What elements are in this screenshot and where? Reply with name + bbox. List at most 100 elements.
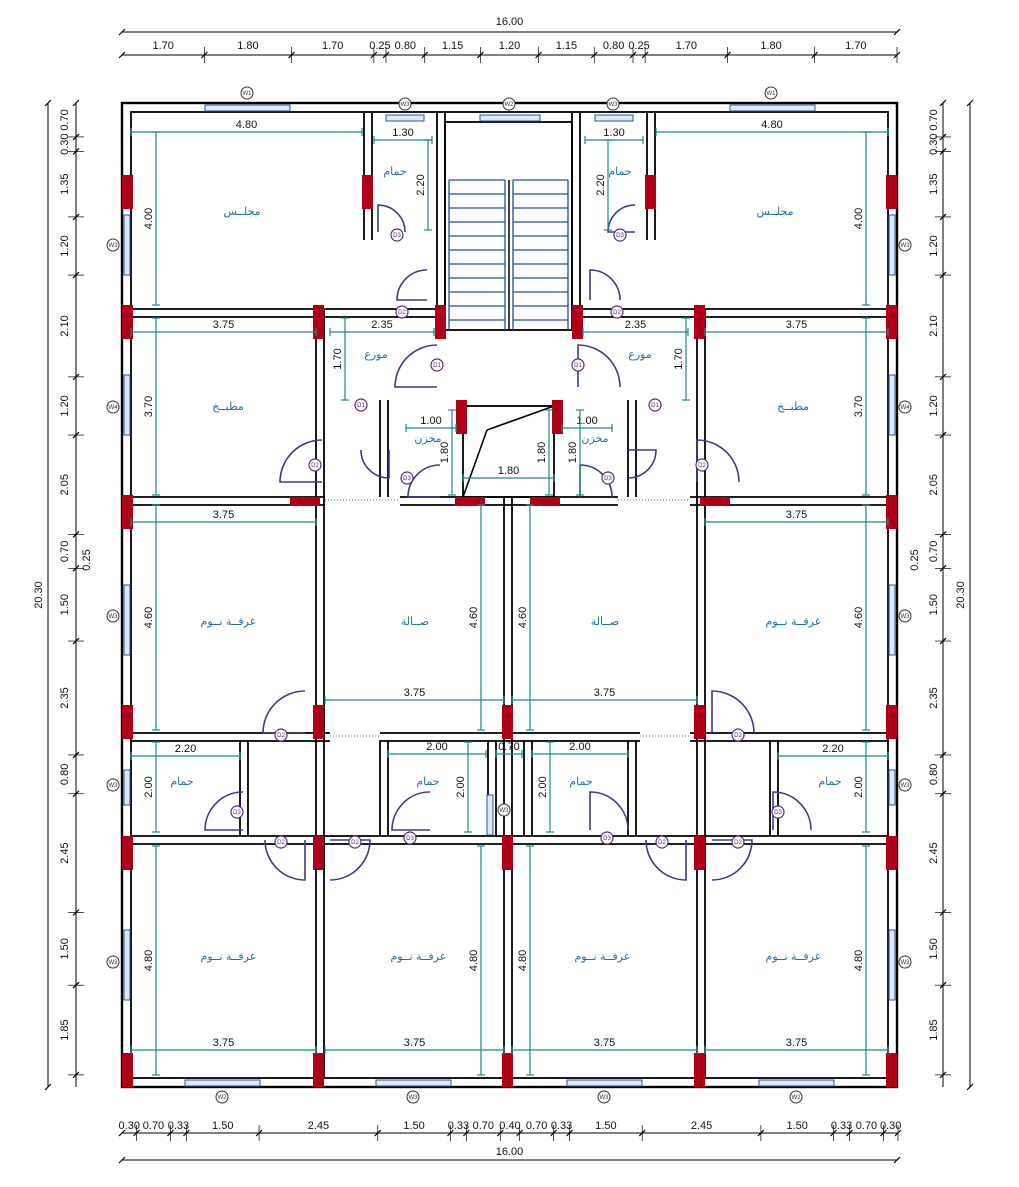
- window: [375, 1079, 452, 1087]
- window-tag: W3: [901, 960, 911, 966]
- door-tag-circle: [601, 471, 615, 485]
- door-tag-circle: [610, 305, 624, 319]
- inner-dim-label: 1.80: [567, 442, 579, 463]
- dim-tick: [966, 1083, 974, 1091]
- inner-dim-label: 4.60: [853, 607, 865, 628]
- door-tag-circle: [390, 228, 404, 242]
- column: [886, 705, 897, 739]
- inner-dim-label: 2.35: [625, 319, 646, 331]
- elevator-shaft: [462, 405, 555, 498]
- room-label: موزع: [364, 348, 388, 361]
- dim-tick: [44, 1083, 52, 1091]
- door-tag-circle: [771, 805, 785, 819]
- column: [122, 305, 133, 339]
- dim-label: 0.33: [168, 1120, 189, 1132]
- column: [886, 175, 897, 209]
- inner-dim-label: 3.75: [404, 1037, 425, 1049]
- dim-label: 0.33: [551, 1120, 572, 1132]
- door-store-left: [407, 464, 441, 498]
- window-tag: W3: [901, 614, 911, 620]
- window: [594, 114, 634, 122]
- door-tag: D2: [398, 310, 406, 316]
- door-bath-top-left: [377, 204, 406, 233]
- window-tag-circle: [898, 400, 912, 414]
- window-tag: W2: [792, 1095, 802, 1101]
- window-tag-circle: [497, 803, 511, 817]
- inner-dim-label: 4.80: [761, 119, 782, 131]
- door-tag: D2: [698, 463, 706, 469]
- dim-label: 0.33: [448, 1120, 469, 1132]
- dim-tick: [44, 99, 52, 107]
- inner-dim-label: 4.80: [517, 950, 529, 971]
- dim-label: 0.33: [831, 1120, 852, 1132]
- inner-dim-label: 2.00: [426, 741, 447, 753]
- door-tag-circle: [348, 835, 362, 849]
- dim-label: 0.70: [928, 109, 940, 130]
- door-tag: D3: [393, 233, 401, 239]
- door-tag: D2: [277, 840, 285, 846]
- dim-label: 0.80: [395, 40, 416, 52]
- dim-label: 1.80: [237, 40, 258, 52]
- dim-label: 1.85: [928, 1019, 940, 1040]
- window-tag: W3: [401, 102, 411, 108]
- dim-label: 0.70: [928, 541, 940, 562]
- window-tag: W2: [218, 1095, 228, 1101]
- dim-label: 1.20: [59, 395, 71, 416]
- dim-label: 2.45: [928, 842, 940, 863]
- room-label: صــالة: [591, 615, 619, 628]
- window-tag-circle: [106, 400, 120, 414]
- door-tag-circle: [613, 228, 627, 242]
- room-label: موزع: [628, 348, 652, 361]
- inner-dim-label: 2.20: [175, 743, 196, 755]
- dim-label: 0.30: [59, 133, 71, 154]
- window-tag-circle: [106, 778, 120, 792]
- room-label: حمام: [170, 775, 193, 788]
- inner-dim-label: 2.00: [537, 776, 549, 797]
- door-tag-circle: [655, 835, 669, 849]
- door-tag: D2: [658, 840, 666, 846]
- window-tag-circle: [898, 955, 912, 969]
- column: [886, 1053, 897, 1087]
- door-bath-mid-l: [391, 791, 431, 831]
- inner-dim-label: 4.80: [143, 950, 155, 971]
- window-tag: W4: [109, 405, 119, 411]
- window: [888, 769, 896, 806]
- door-bath-top-right: [607, 204, 636, 233]
- column: [122, 495, 133, 529]
- dim-label: 2.10: [59, 315, 71, 336]
- door-tag-circle: [403, 831, 417, 845]
- window-tag-circle: [502, 97, 516, 111]
- door-tag: D2: [734, 840, 742, 846]
- window: [123, 769, 131, 806]
- dim-label: 1.85: [59, 1019, 71, 1040]
- window-tag: W3: [109, 960, 119, 966]
- window: [479, 114, 541, 122]
- inner-dim-label: 3.75: [213, 1037, 234, 1049]
- inner-dim-label: 3.75: [594, 1037, 615, 1049]
- door-tag: D3: [774, 810, 782, 816]
- column: [502, 836, 513, 870]
- inner-dim-label: 1.80: [536, 442, 548, 463]
- door-tag-circle: [230, 805, 244, 819]
- window-tag-circle: [398, 97, 412, 111]
- door-tag-circle: [731, 728, 745, 742]
- column: [694, 1053, 705, 1087]
- window: [888, 584, 896, 656]
- room-label: مخزن: [414, 432, 441, 445]
- dim-label: 0.80: [928, 764, 940, 785]
- window-tag-circle: [898, 609, 912, 623]
- column: [694, 305, 705, 339]
- dim-tick: [118, 1129, 126, 1137]
- door-tag-circle: [695, 458, 709, 472]
- door-tag-circle: [571, 358, 585, 372]
- room-label: حمام: [416, 775, 439, 788]
- column: [435, 305, 446, 339]
- window-tag: W3: [901, 783, 911, 789]
- inner-dim-label: 4.80: [236, 119, 257, 131]
- dim-tick: [966, 99, 974, 107]
- dim-label: 1.20: [499, 40, 520, 52]
- door-corridor-right: [577, 344, 621, 388]
- inner-dim-label: 2.20: [415, 174, 427, 195]
